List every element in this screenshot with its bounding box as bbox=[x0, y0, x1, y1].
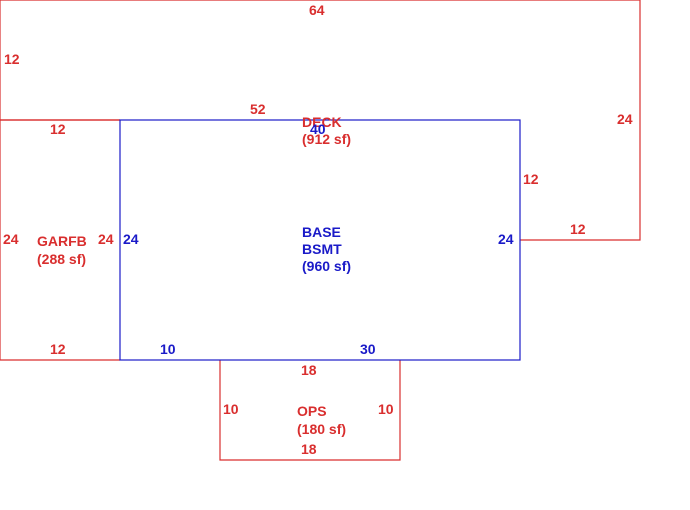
garage-dim-left: 24 bbox=[3, 231, 19, 247]
ops-area bbox=[219, 360, 401, 461]
deck-dim-inner-top: 52 bbox=[250, 101, 266, 117]
ops-area-label: (180 sf) bbox=[297, 421, 346, 437]
deck-dim-right: 24 bbox=[617, 111, 633, 127]
garage-dim-bottom: 12 bbox=[50, 341, 66, 357]
garage-dim-top: 12 bbox=[50, 121, 66, 137]
deck-dim-left: 12 bbox=[4, 51, 20, 67]
ops-dim-top: 18 bbox=[301, 362, 317, 378]
deck-dim-bottom-right: 12 bbox=[570, 221, 586, 237]
basement-dim-bottom-right: 30 bbox=[360, 341, 376, 357]
basement-area-label: (960 sf) bbox=[302, 258, 351, 274]
garage-outline bbox=[0, 119, 120, 361]
garage-area bbox=[0, 119, 120, 361]
deck-dim-top: 64 bbox=[309, 2, 325, 18]
deck-outline bbox=[0, 0, 641, 241]
deck-name: DECK bbox=[302, 114, 342, 130]
garage-dim-right: 24 bbox=[98, 231, 114, 247]
deck-area-label: (912 sf) bbox=[302, 131, 351, 147]
ops-name: OPS bbox=[297, 403, 327, 419]
ops-dim-right: 10 bbox=[378, 401, 394, 417]
basement-dim-right: 24 bbox=[498, 231, 514, 247]
ops-dim-bottom: 18 bbox=[301, 441, 317, 457]
garage-area-label: (288 sf) bbox=[37, 251, 86, 267]
basement-area bbox=[119, 119, 521, 361]
basement-name-line2: BSMT bbox=[302, 241, 342, 257]
basement-dim-left: 24 bbox=[123, 231, 139, 247]
ops-outline bbox=[219, 360, 401, 461]
deck-dim-inner-right: 12 bbox=[523, 171, 539, 187]
basement-name-line1: BASE bbox=[302, 224, 341, 240]
ops-dim-left: 10 bbox=[223, 401, 239, 417]
basement-outline bbox=[119, 119, 521, 361]
basement-dim-bottom-left: 10 bbox=[160, 341, 176, 357]
garage-name: GARFB bbox=[37, 233, 87, 249]
basement-dim-top: 40 bbox=[310, 121, 326, 137]
